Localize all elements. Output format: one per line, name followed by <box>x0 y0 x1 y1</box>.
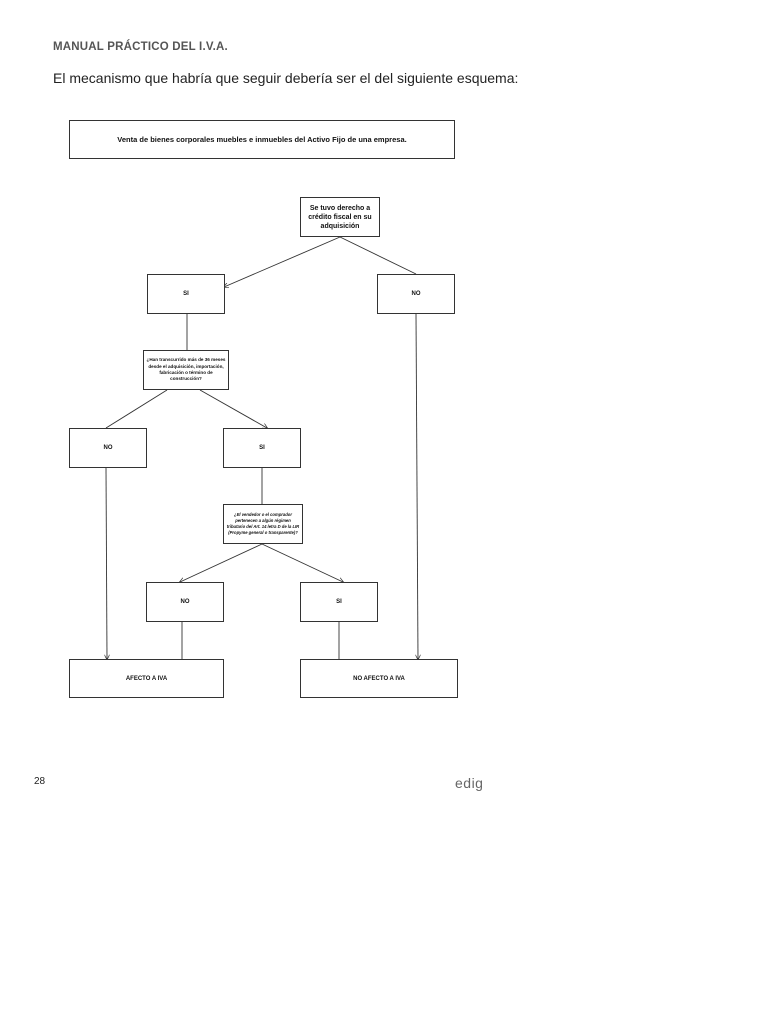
question-credit-text: Se tuvo derecho a crédito fiscal en su a… <box>308 204 372 230</box>
question-regime-box: ¿El vendedor o el comprador pertenecen a… <box>223 504 303 544</box>
connector-q1-to-si <box>224 236 341 287</box>
result-not-affected-label: NO AFECTO A IVA <box>353 675 405 682</box>
connector-q3-to-si <box>261 543 343 582</box>
question-months-box: ¿Han transcurrido más de 36 meses desde … <box>143 350 229 390</box>
regime-no-box: NO <box>146 582 224 622</box>
question-credit-box: Se tuvo derecho a crédito fiscal en su a… <box>300 197 380 237</box>
months-si-label: SI <box>259 445 265 451</box>
connector-no-to-result <box>416 313 418 659</box>
intro-paragraph: El mecanismo que habría que seguir deber… <box>53 70 519 86</box>
regime-no-label: NO <box>180 599 190 605</box>
publisher-logo: edig <box>455 775 484 791</box>
months-no-label: NO <box>103 445 113 451</box>
connector-q2-to-no <box>105 389 168 429</box>
connector-q1-to-no <box>339 236 417 275</box>
answer-si-label: SI <box>183 291 189 297</box>
question-regime-text: ¿El vendedor o el comprador pertenecen a… <box>226 512 300 535</box>
months-si-box: SI <box>223 428 301 468</box>
page-number: 28 <box>34 776 46 787</box>
answer-no-label: NO <box>411 291 421 297</box>
result-affected-box: AFECTO A IVA <box>69 659 224 698</box>
result-not-affected-box: NO AFECTO A IVA <box>300 659 458 698</box>
flowchart-title: Venta de bienes corporales muebles e inm… <box>117 135 407 144</box>
flowchart: Venta de bienes corporales muebles e inm… <box>52 112 478 702</box>
question-months-text: ¿Han transcurrido más de 36 meses desde … <box>146 357 226 382</box>
connector-q2-to-si <box>199 389 267 428</box>
answer-no-box: NO <box>377 274 455 314</box>
connector-q2no-to-affected <box>106 467 107 659</box>
result-affected-label: AFECTO A IVA <box>125 675 168 682</box>
flowchart-connectors <box>52 236 478 702</box>
document-header: MANUAL PRÁCTICO DEL I.V.A. <box>53 41 228 53</box>
answer-si-box: SI <box>147 274 225 314</box>
flowchart-title-box: Venta de bienes corporales muebles e inm… <box>69 120 455 159</box>
connector-q3-to-no <box>180 543 263 582</box>
regime-si-box: SI <box>300 582 378 622</box>
regime-si-label: SI <box>336 599 342 605</box>
months-no-box: NO <box>69 428 147 468</box>
